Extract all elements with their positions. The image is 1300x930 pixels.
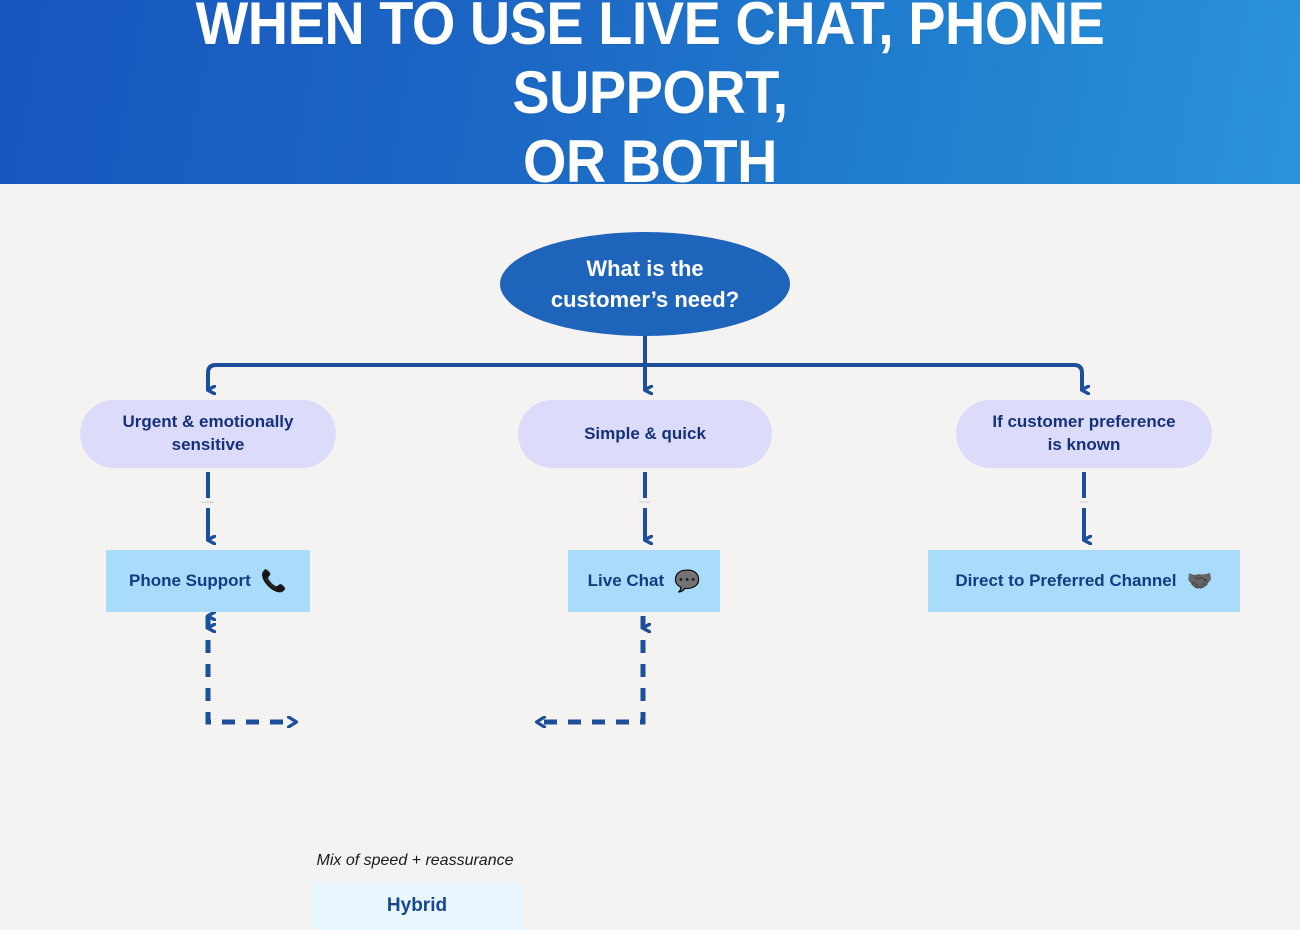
phone-ringing-icon: 📞 [260, 569, 287, 593]
node-branch-preference-label: If customer preference is known [992, 412, 1176, 454]
node-branch-simple-label: Simple & quick [584, 423, 706, 443]
node-branch-simple[interactable]: Simple & quick [518, 400, 772, 468]
micro-label-urgent: escalate [201, 500, 215, 504]
node-action-live-chat[interactable]: Live Chat 💬 [568, 550, 720, 612]
hybrid-edge-note: Mix of speed + reassurance [316, 852, 514, 869]
micro-label-preference: route [1080, 500, 1088, 504]
node-action-phone-support[interactable]: Phone Support 📞 [106, 550, 310, 612]
node-hybrid-label: Hybrid [386, 895, 448, 916]
node-branch-urgent-label: Urgent & emotionally sensitive [122, 412, 294, 454]
node-branch-urgent[interactable]: Urgent & emotionally sensitive [80, 400, 336, 468]
edge-chat-hybrid [537, 616, 646, 722]
node-action-preferred-channel-label: Direct to Preferred Channel [955, 571, 1177, 590]
node-root-decision[interactable]: What is the customer’s need? [500, 232, 790, 336]
node-action-preferred-channel[interactable]: Direct to Preferred Channel 🤝 [928, 550, 1240, 612]
node-root-label: What is the customer’s need? [550, 255, 740, 312]
edge-phone-hybrid [205, 616, 296, 722]
node-action-live-chat-label: Live Chat [587, 571, 665, 590]
node-branch-preference[interactable]: If customer preference is known [956, 400, 1212, 468]
flowchart-canvas: escalate resolve route What is the custo… [0, 184, 1300, 930]
header-banner: WHEN TO USE LIVE CHAT, PHONE SUPPORT, OR… [0, 0, 1300, 184]
micro-label-simple: resolve [639, 500, 651, 504]
handshake-icon: 🤝 [1186, 569, 1213, 593]
page-title: WHEN TO USE LIVE CHAT, PHONE SUPPORT, OR… [195, 0, 1105, 184]
speech-bubbles-icon: 💬 [674, 569, 701, 593]
edge-bus [206, 363, 1084, 382]
node-action-phone-support-label: Phone Support [129, 571, 251, 590]
node-hybrid[interactable]: Hybrid [311, 882, 523, 930]
